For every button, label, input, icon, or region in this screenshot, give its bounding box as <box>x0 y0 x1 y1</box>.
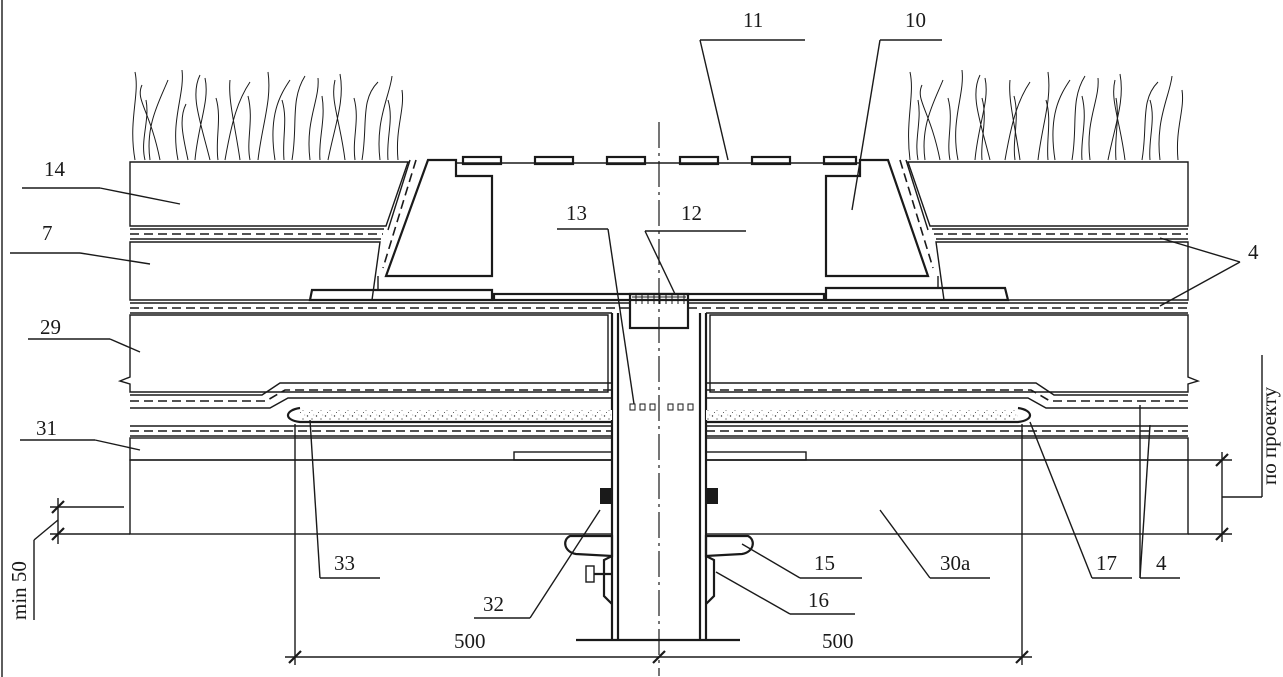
label-32: 32 <box>483 592 504 616</box>
label-4-lower: 4 <box>1156 551 1167 575</box>
seal-ring-right <box>706 488 718 504</box>
label-17: 17 <box>1096 551 1117 575</box>
grass-right <box>908 69 1184 161</box>
clamp-right <box>705 555 716 605</box>
dimension-horizontal <box>285 424 1032 665</box>
wall-membrane-left <box>382 159 417 269</box>
label-33: 33 <box>334 551 355 575</box>
grass-left <box>132 69 404 161</box>
wall-membrane-right <box>899 159 934 269</box>
clamp-bolt <box>585 565 612 583</box>
leader-lines <box>10 39 1241 619</box>
gravel-layer-right <box>935 241 1189 301</box>
concrete-slab-right <box>705 459 1189 535</box>
pipe-perforation <box>629 403 694 411</box>
gravel-layer-left <box>129 241 381 301</box>
label-13: 13 <box>566 201 587 225</box>
drain-pipe <box>576 313 740 642</box>
waterproof-layer-upper <box>130 302 1188 314</box>
dimension-left-min <box>33 498 130 620</box>
screed-layer-left <box>129 437 613 461</box>
drain-wall-left <box>384 158 494 278</box>
waterproof-layer-lower <box>130 382 1188 437</box>
label-29: 29 <box>40 315 61 339</box>
label-7: 7 <box>42 221 53 245</box>
label-31: 31 <box>36 416 57 440</box>
base-plate-left <box>308 288 494 302</box>
clamp-left <box>602 555 613 605</box>
base-plate-right <box>824 286 1010 302</box>
screed-layer-right <box>705 437 1189 461</box>
fixing-flange-left <box>564 534 614 558</box>
filter-membrane <box>130 228 1188 240</box>
callout-labels: 11 10 14 13 12 7 4 29 31 17 4 33 32 15 1… <box>7 8 1281 653</box>
label-14: 14 <box>44 157 66 181</box>
flange-right <box>705 451 807 461</box>
concrete-slab-left <box>129 459 613 535</box>
label-11: 11 <box>743 8 763 32</box>
insulation-left <box>117 314 609 393</box>
dimension-by-project: по проекту <box>1257 386 1281 485</box>
soil-layer-left <box>129 161 409 227</box>
label-16: 16 <box>808 588 829 612</box>
label-12: 12 <box>681 201 702 225</box>
dimension-min-50: min 50 <box>7 561 31 620</box>
insulation-right <box>709 314 1201 393</box>
flange-left <box>513 451 613 461</box>
dimension-right-500: 500 <box>822 629 854 653</box>
fixing-flange-right <box>704 534 754 558</box>
label-4-upper: 4 <box>1248 240 1259 264</box>
seal-ring-left <box>600 488 612 504</box>
drain-wall-right <box>824 158 930 278</box>
label-15: 15 <box>814 551 835 575</box>
dimension-right-project <box>1188 355 1263 542</box>
label-30a: 30а <box>940 551 971 575</box>
dimension-left-500: 500 <box>454 629 486 653</box>
drain-grate <box>456 155 860 166</box>
label-10: 10 <box>905 8 926 32</box>
soil-layer-right <box>907 161 1189 227</box>
